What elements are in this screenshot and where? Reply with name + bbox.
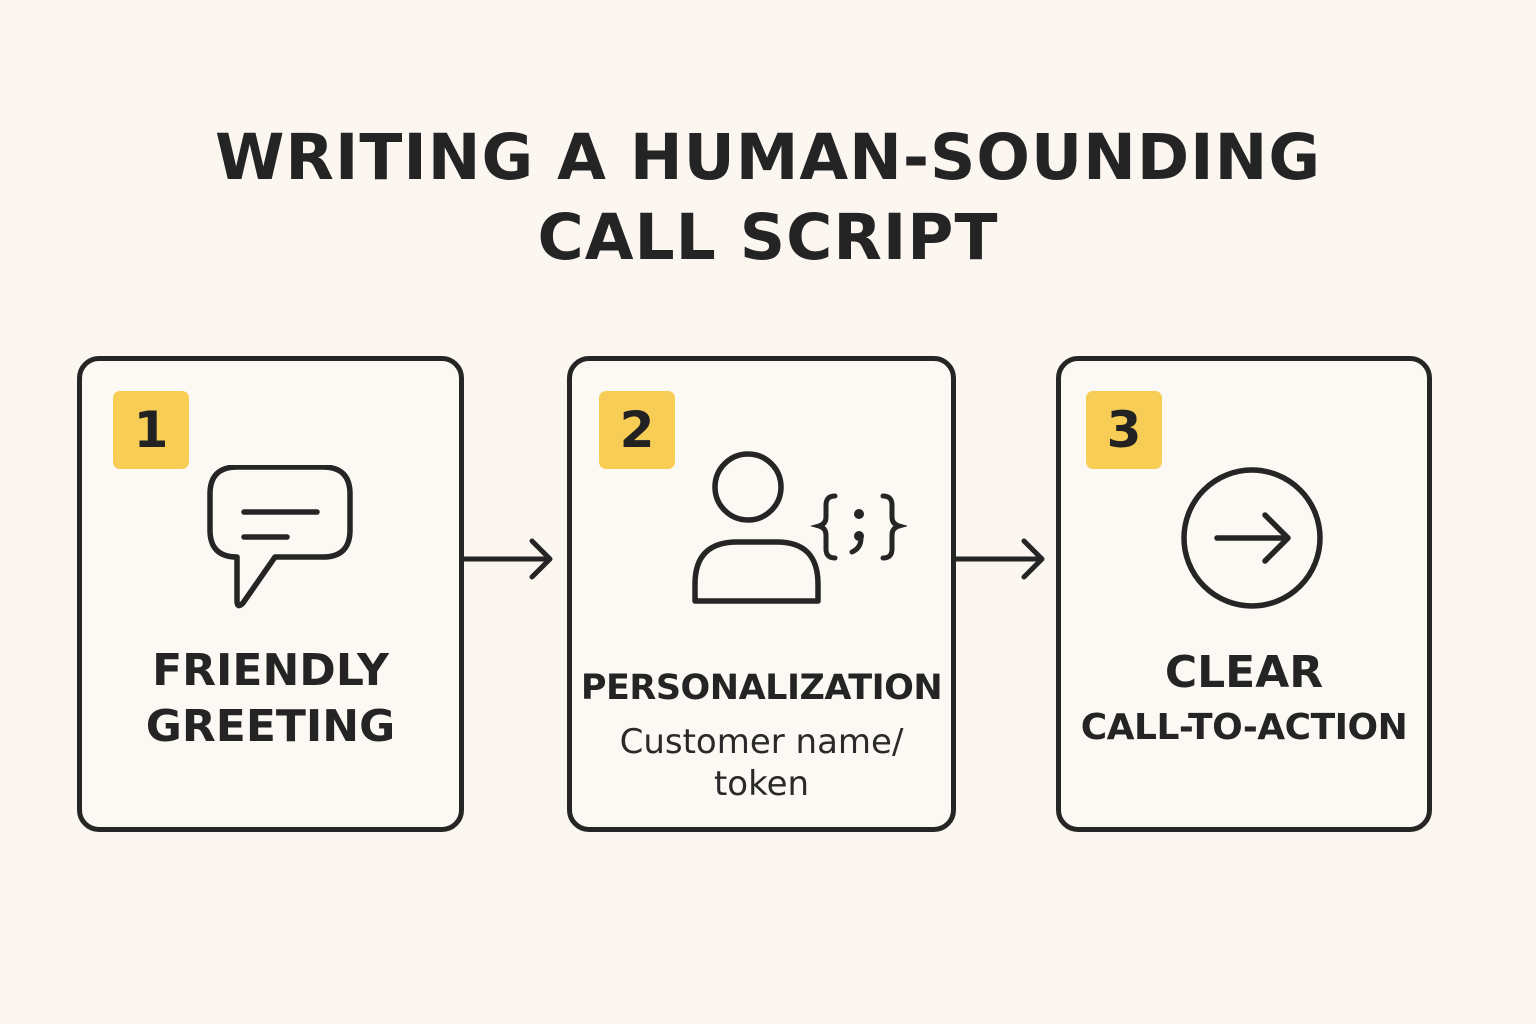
step-card-friendly-greeting: 1 FRIENDLY GREETING — [77, 356, 464, 832]
title-line-2: CALL SCRIPT — [537, 201, 999, 274]
step-heading-line-1: PERSONALIZATION — [580, 668, 943, 708]
step-heading: PERSONALIZATION — [572, 663, 951, 713]
step-heading-line-1: FRIENDLY — [152, 645, 389, 696]
arrow-right-icon — [954, 538, 1045, 580]
title-line-1: WRITING A HUMAN-SOUNDING — [214, 121, 1322, 194]
step-heading-line-2: CALL-TO-ACTION — [1080, 707, 1408, 748]
step-heading-line-1: CLEAR — [1164, 647, 1324, 698]
page-title: WRITING A HUMAN-SOUNDING CALL SCRIPT — [0, 118, 1536, 278]
step-heading-secondary: CALL-TO-ACTION — [1061, 703, 1427, 753]
step-number-badge: 1 — [113, 391, 189, 469]
step-card-call-to-action: 3 CLEAR CALL-TO-ACTION — [1056, 356, 1432, 832]
person-with-braces-icon — [692, 451, 907, 604]
step-card-personalization: 2 PERSONALIZATION Customer name/ token — [567, 356, 956, 832]
step-detail-line-1: Customer name/ — [619, 722, 904, 762]
step-number-badge: 2 — [599, 391, 675, 469]
step-heading-line-2: GREETING — [145, 701, 396, 752]
step-detail: Customer name/ token — [572, 721, 951, 805]
speech-bubble-icon — [207, 465, 353, 609]
step-heading: FRIENDLY GREETING — [82, 643, 459, 755]
step-heading: CLEAR — [1061, 645, 1427, 701]
step-number-badge: 3 — [1086, 391, 1162, 469]
step-detail-line-2: token — [713, 764, 810, 804]
circle-arrow-right-icon — [1181, 467, 1323, 609]
arrow-right-icon — [462, 538, 553, 580]
